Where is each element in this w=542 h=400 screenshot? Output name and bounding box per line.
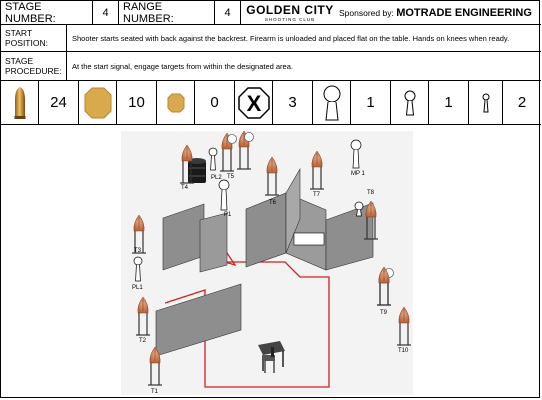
popper-pl1 xyxy=(133,256,143,282)
club-logo: GOLDEN CITY SHOOTING CLUB xyxy=(241,1,339,24)
paper-target-icon xyxy=(79,81,117,124)
popper-mp1 xyxy=(350,139,362,169)
stage-procedure-row: STAGE PROCEDURE: At the start signal, en… xyxy=(1,52,541,81)
label-pl1: PL1 xyxy=(132,285,143,291)
sponsor-name: MOTRADE ENGINEERING xyxy=(396,6,532,19)
target-t5b xyxy=(237,130,254,170)
target-t3 xyxy=(132,214,146,254)
wall-port xyxy=(293,232,325,246)
target-t4 xyxy=(180,144,194,184)
procedure-label-line1: STAGE xyxy=(5,56,34,66)
popper-pl2 xyxy=(208,147,218,171)
target-t5a xyxy=(220,132,237,172)
small-popper-icon xyxy=(391,81,429,124)
walls xyxy=(155,167,374,357)
target-t2 xyxy=(136,296,150,336)
stage-procedure-label: STAGE PROCEDURE: xyxy=(1,52,67,80)
large-poppers-count: 1 xyxy=(351,81,391,124)
club-logo-text: GOLDEN CITY xyxy=(246,3,334,17)
club-logo-subtext: SHOOTING CLUB xyxy=(264,17,316,22)
diagram-labels: T1 T2 T3 T4 T5 T6 T7 T8 T9 T10 P1 PL1 PL… xyxy=(132,171,409,395)
stage-number-label: STAGE NUMBER: xyxy=(1,1,93,25)
label-p1: P1 xyxy=(224,212,232,218)
poppers xyxy=(133,139,364,282)
label-t6: T6 xyxy=(269,200,277,206)
label-t5: T5 xyxy=(227,174,235,180)
rounds-count: 24 xyxy=(39,81,79,124)
sponsor-label: Sponsored by: xyxy=(339,7,394,18)
label-pl2: PL2 xyxy=(211,175,222,181)
bullet-icon xyxy=(1,81,39,124)
paper-targets xyxy=(132,130,411,386)
start-table-and-chair xyxy=(258,341,285,373)
target-t8 xyxy=(364,200,378,240)
mini-poppers-count: 2 xyxy=(517,94,527,111)
wall-left-side xyxy=(199,212,228,273)
label-mp1: MP 1 xyxy=(351,171,366,177)
paper-targets-count: 10 xyxy=(117,81,157,124)
label-t10: T10 xyxy=(398,348,409,354)
target-t6 xyxy=(265,156,279,196)
label-t8: T8 xyxy=(367,190,375,196)
no-shoot-icon: X xyxy=(235,81,273,124)
target-t7 xyxy=(310,150,324,190)
mini-target-icon xyxy=(157,81,195,124)
target-t1 xyxy=(148,346,162,386)
label-t9: T9 xyxy=(380,310,388,316)
label-t2: T2 xyxy=(139,338,147,344)
stage-number-value: 4 xyxy=(93,1,119,24)
label-t1: T1 xyxy=(151,389,159,395)
header-row: STAGE NUMBER: 4 RANGE NUMBER: 4 GOLDEN C… xyxy=(1,1,541,25)
wall-center-wing xyxy=(285,167,301,254)
sponsor: Sponsored by: MOTRADE ENGINEERING xyxy=(339,1,541,24)
large-popper-icon xyxy=(313,81,351,124)
target-t10 xyxy=(397,306,411,346)
label-t7: T7 xyxy=(313,192,321,198)
label-t3: T3 xyxy=(134,248,142,254)
svg-text:X: X xyxy=(246,91,261,116)
stage-procedure-text: At the start signal, engage targets from… xyxy=(72,61,293,71)
label-t4: T4 xyxy=(181,185,189,191)
start-label-line1: START xyxy=(5,28,33,38)
start-position-row: START POSITION: Shooter starts seated wi… xyxy=(1,25,541,52)
stage-diagram: T1 T2 T3 T4 T5 T6 T7 T8 T9 T10 P1 PL1 PL… xyxy=(121,130,413,395)
target-counts-row: 24 10 0 X 3 1 1 2 xyxy=(1,81,541,125)
procedure-label-line2: PROCEDURE: xyxy=(5,66,62,76)
popper-t8 xyxy=(354,201,364,217)
barrel xyxy=(188,158,206,183)
wall-lower xyxy=(155,283,242,357)
popper-p1 xyxy=(218,179,230,211)
start-position-label: START POSITION: xyxy=(1,25,67,51)
small-poppers-count: 1 xyxy=(429,81,469,124)
no-shoot-count: 3 xyxy=(273,81,313,124)
range-number-value: 4 xyxy=(215,1,241,24)
range-number-label: RANGE NUMBER: xyxy=(119,1,215,25)
start-position-text: Shooter starts seated with back against … xyxy=(72,33,510,43)
mini-targets-count: 0 xyxy=(195,81,235,124)
mini-popper-icon xyxy=(469,81,503,124)
target-t9b xyxy=(377,266,391,306)
start-label-line2: POSITION: xyxy=(5,38,48,48)
